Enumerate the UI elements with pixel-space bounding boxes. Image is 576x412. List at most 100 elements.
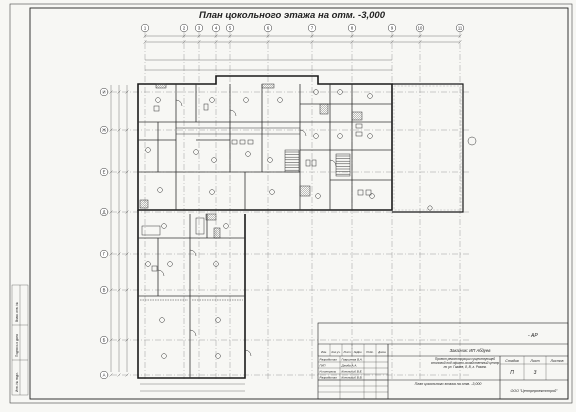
- role-name: Кочинский В.В.: [342, 376, 363, 380]
- hatch-line: [299, 185, 305, 191]
- room-marker: [367, 133, 373, 139]
- rev-header: Изм.: [321, 350, 327, 354]
- margin-label-inv-podl: Инв. № подл.: [15, 372, 19, 392]
- hatch-line: [299, 185, 309, 195]
- column-axis-label: 2: [183, 26, 186, 31]
- wall-hatch-block: [299, 185, 311, 197]
- row-axis-label: Ж: [102, 128, 106, 133]
- door-swing: [189, 329, 197, 337]
- sanitary-fixture: [355, 131, 363, 137]
- room-marker: [223, 223, 229, 229]
- column-axis-label: 5: [229, 26, 232, 31]
- dimension-tick: [109, 252, 113, 256]
- row-axis-bubble: [99, 335, 109, 345]
- room-marker: [209, 189, 215, 195]
- hatch-line: [157, 83, 163, 89]
- rev-header: Дата: [377, 350, 386, 354]
- row-axis-bubble: [99, 167, 109, 177]
- hatch-line: [217, 235, 221, 239]
- row-axis-bubble: [99, 125, 109, 135]
- hatch-line: [261, 83, 265, 87]
- column-axis-label: 4: [215, 26, 218, 31]
- dimension-tick: [310, 40, 314, 44]
- bottom-dimension-chain: [140, 383, 245, 392]
- column-axis-label: 8: [351, 26, 354, 31]
- sanitary-fixture: [247, 139, 254, 145]
- sanitary-fixture: [153, 105, 160, 112]
- hatch-line: [205, 213, 211, 219]
- row-axis-label: В: [103, 288, 106, 293]
- room-marker: [161, 353, 167, 359]
- rev-header: Кол.уч.: [331, 350, 340, 354]
- wall-hatch-block: [205, 213, 217, 221]
- column-axis-bubble: [140, 23, 150, 33]
- row-axis-label: Г: [103, 252, 106, 257]
- dimension-tick: [109, 288, 113, 292]
- row-axis-label: Д: [103, 210, 106, 215]
- door-swing: [299, 129, 307, 137]
- hatch-line: [323, 109, 329, 115]
- room-marker: [213, 261, 219, 267]
- dimension-tick: [228, 40, 232, 44]
- hatch-line: [205, 213, 213, 221]
- hatch-line: [301, 187, 311, 197]
- dimension-tick: [117, 170, 121, 174]
- row-axis-bubble: [99, 249, 109, 259]
- dimension-tick: [350, 40, 354, 44]
- hatch-line: [139, 199, 143, 203]
- row-axis-bubble: [99, 207, 109, 217]
- role-label: Разработал: [320, 358, 338, 362]
- sanitary-fixture: [203, 103, 209, 111]
- hatch-line: [213, 227, 219, 233]
- dimension-tick: [109, 373, 113, 377]
- room-marker: [269, 189, 275, 195]
- dimension-tick: [390, 40, 394, 44]
- room-marker: [157, 187, 163, 193]
- hatch-line: [145, 205, 149, 209]
- hatch-line: [305, 191, 311, 197]
- rev-header: Лист: [342, 350, 351, 354]
- margin-label-vzam: Взам. инв. №: [15, 302, 19, 322]
- hatch-line: [205, 213, 209, 217]
- hatch-line: [211, 215, 217, 221]
- role-name: Кочинский В.Е.: [342, 370, 363, 374]
- dimension-tick: [117, 128, 121, 132]
- column-axis-bubble: [263, 23, 273, 33]
- dimension-tick: [418, 34, 422, 38]
- column-axis-label: 1: [144, 26, 147, 31]
- hatch-line: [207, 213, 215, 221]
- role-label: Н.контроль: [320, 370, 337, 374]
- room-marker: [211, 157, 217, 163]
- hatch-line: [141, 201, 149, 209]
- hatch-line: [357, 115, 363, 121]
- dimension-tick: [125, 252, 129, 256]
- column-axis-label: 7: [311, 26, 314, 31]
- sanitary-fixture: [311, 159, 317, 167]
- room-marker: [159, 317, 165, 323]
- dimension-tick: [458, 34, 462, 38]
- row-axis-bubble: [99, 87, 109, 97]
- room-marker: [313, 89, 319, 95]
- rev-header: Подп.: [366, 350, 374, 354]
- dimension-tick: [214, 34, 218, 38]
- hatch-line: [155, 83, 161, 89]
- hatch-line: [351, 111, 361, 121]
- column-axis-bubble: [455, 23, 465, 33]
- stamp-code: - АР: [528, 333, 538, 339]
- hatch-line: [351, 111, 359, 119]
- column-axis-label: 11: [458, 26, 463, 31]
- room-marker: [277, 97, 283, 103]
- wall-hatches: [139, 83, 363, 239]
- hatch-line: [143, 203, 149, 209]
- fixtures: [153, 99, 372, 357]
- dimension-tick: [125, 373, 129, 377]
- column-axis-bubble: [415, 23, 425, 33]
- margin-label-sign: Подпись и дата: [15, 334, 19, 357]
- dimension-tick: [143, 40, 147, 44]
- room-marker: [369, 193, 375, 199]
- inner-frame: [29, 7, 569, 400]
- dimension-tick: [109, 338, 113, 342]
- dimension-tick: [197, 40, 201, 44]
- lower-wing-internal: [138, 214, 245, 378]
